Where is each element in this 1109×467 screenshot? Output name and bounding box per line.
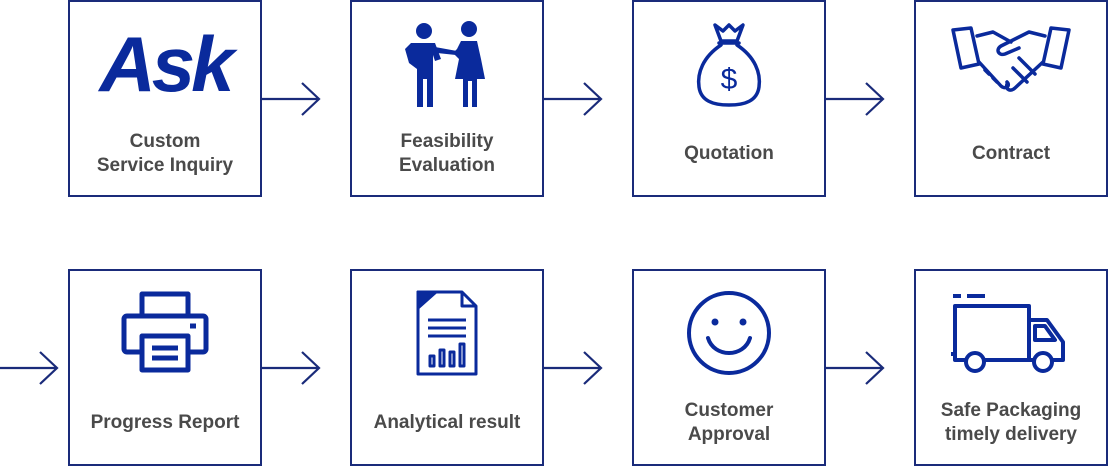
step-custom-service-inquiry: Ask Custom Service Inquiry (68, 0, 262, 197)
arrow-step7-step8 (826, 351, 885, 385)
delivery-truck-icon (916, 285, 1106, 381)
document-chart-icon (352, 285, 542, 381)
step-contract: Contract (914, 0, 1108, 197)
step-safe-packaging-delivery: Safe Packaging timely delivery (914, 269, 1108, 466)
arrow-step5-step6 (262, 351, 321, 385)
step-label: Custom Service Inquiry (96, 131, 234, 176)
step-analytical-result: Analytical result (350, 269, 544, 466)
arrow-step2-step3 (544, 82, 603, 116)
arrow-step1-step2 (262, 82, 321, 116)
step-label: Feasibility Evaluation (398, 131, 496, 176)
people-presentation-icon (352, 16, 542, 112)
step-label: Quotation (684, 143, 774, 164)
arrow-step3-step4 (826, 82, 885, 116)
step-progress-report: Progress Report (68, 269, 262, 466)
arrow-into-step5 (0, 351, 59, 385)
step-quotation: $ Quotation (632, 0, 826, 197)
ask-logo-icon: Ask (70, 16, 260, 112)
step-customer-approval: Customer Approval (632, 269, 826, 466)
step-feasibility-evaluation: Feasibility Evaluation (350, 0, 544, 197)
svg-text:$: $ (721, 63, 738, 96)
smiley-face-icon (634, 285, 824, 381)
step-label: Progress Report (90, 412, 240, 433)
step-label: Customer Approval (684, 400, 774, 445)
step-label: Safe Packaging timely delivery (940, 400, 1082, 445)
svg-text:Ask: Ask (97, 20, 238, 108)
step-label: Analytical result (373, 412, 521, 433)
arrow-step6-step7 (544, 351, 603, 385)
printer-icon (70, 285, 260, 381)
money-bag-icon: $ (634, 16, 824, 112)
handshake-icon (916, 16, 1106, 112)
step-label: Contract (971, 143, 1051, 164)
